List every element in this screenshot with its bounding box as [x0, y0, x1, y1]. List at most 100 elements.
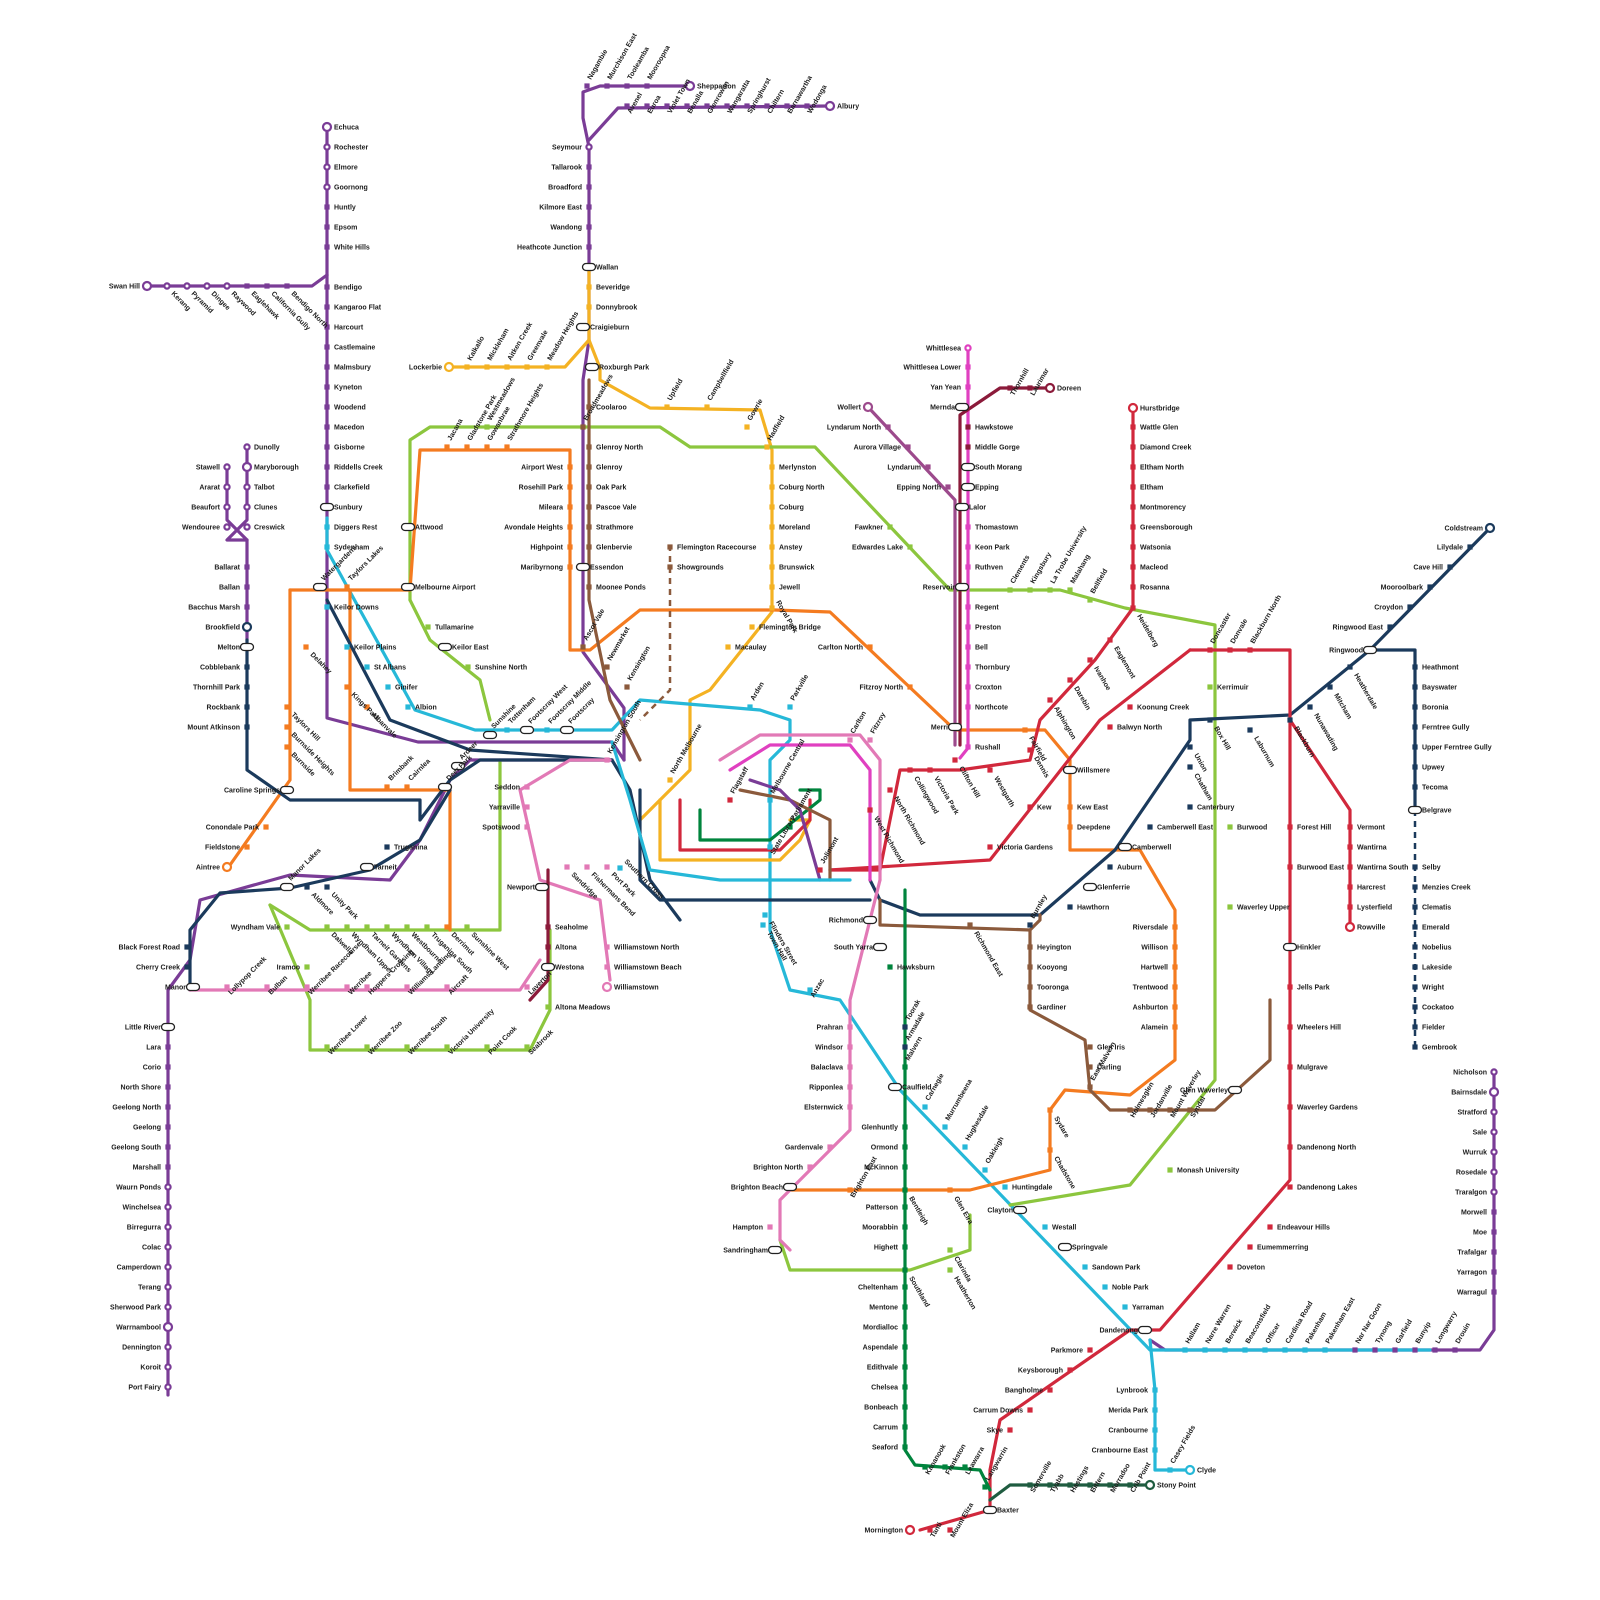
station-trafalgar-stop[interactable] [1491, 1249, 1496, 1254]
station-label-deepdene[interactable]: Deepdene [1077, 825, 1111, 832]
station-terang-stop[interactable] [165, 1284, 170, 1289]
station-willsmere-interchange[interactable] [1064, 767, 1077, 774]
station-label-white-hills[interactable]: White Hills [334, 245, 370, 252]
station-label-flemington-racecourse[interactable]: Flemington Racecourse [677, 545, 756, 552]
station-label-melton[interactable]: Melton [217, 645, 240, 652]
station-ballarat-stop[interactable] [244, 564, 249, 569]
station-label-glen-waverley[interactable]: Glen Waverley [1180, 1088, 1228, 1095]
station-label-chatham[interactable]: Chatham [1192, 773, 1213, 802]
station-label-frankston[interactable]: Frankston [945, 1443, 968, 1476]
station-label-riddells-creek[interactable]: Riddells Creek [334, 465, 383, 472]
station-berwick-stop[interactable] [1222, 1347, 1227, 1352]
station-kilmore-east-stop[interactable] [586, 204, 591, 209]
station-label-benalla[interactable]: Benalla [687, 90, 706, 115]
station-gisborne-stop[interactable] [324, 444, 329, 449]
station-seddon-stop[interactable] [524, 784, 529, 789]
station-wandong-stop[interactable] [586, 224, 591, 229]
station-label-seabrook[interactable]: Seabrook [527, 1029, 555, 1057]
station-label-hastings[interactable]: Hastings [1070, 1465, 1091, 1494]
station-cave-hill-stop[interactable] [1447, 564, 1452, 569]
station-label-seymour[interactable]: Seymour [552, 145, 582, 152]
station-fawkner-stop[interactable] [887, 524, 892, 529]
station-victoria-park-stop[interactable] [927, 767, 932, 772]
station-birregurra-stop[interactable] [165, 1224, 170, 1229]
station-altona-stop[interactable] [545, 944, 550, 949]
station-label-reservoir[interactable]: Reservoir [923, 585, 956, 592]
station-label-williamstown-beach[interactable]: Williamstown Beach [614, 965, 682, 972]
station-label-yarragon[interactable]: Yarragon [1457, 1270, 1487, 1277]
station-brighton-north-stop[interactable] [807, 1164, 812, 1169]
station-la-trobe-university-stop[interactable] [1047, 587, 1052, 592]
station-label-heidelberg[interactable]: Heidelberg [1135, 614, 1159, 649]
station-fitzroy-stop[interactable] [867, 737, 872, 742]
station-label-talbot[interactable]: Talbot [254, 485, 275, 492]
station-label-hartwell[interactable]: Hartwell [1141, 965, 1168, 972]
station-corio-stop[interactable] [165, 1064, 170, 1069]
station-trentwood-stop[interactable] [1172, 984, 1177, 989]
station-label-ringwood[interactable]: Ringwood [1329, 648, 1363, 655]
station-label-delahey[interactable]: Delahey [309, 651, 333, 675]
station-label-aintree[interactable]: Aintree [196, 865, 220, 872]
station-label-waverley-upper[interactable]: Waverley Upper [1237, 905, 1290, 912]
station-lakeside-stop[interactable] [1412, 964, 1417, 969]
station-glen-iris-stop[interactable] [1087, 1044, 1092, 1049]
station-label-albanvale[interactable]: Albanvale [370, 711, 398, 739]
station-sandridge-stop[interactable] [564, 864, 569, 869]
station-label-baxter[interactable]: Baxter [997, 1508, 1019, 1515]
station-label-bonbeach[interactable]: Bonbeach [864, 1405, 898, 1412]
station-label-westall[interactable]: Westall [1052, 1225, 1076, 1232]
station-label-aurora-village[interactable]: Aurora Village [854, 445, 901, 452]
station-label-lyndarum-north[interactable]: Lyndarum North [827, 425, 881, 432]
station-label-bacchus-marsh[interactable]: Bacchus Marsh [188, 605, 240, 612]
station-label-coburg[interactable]: Coburg [779, 505, 804, 512]
station-waverley-gardens-stop[interactable] [1287, 1104, 1292, 1109]
station-label-kilmore-east[interactable]: Kilmore East [539, 205, 582, 212]
station-cobblebank-stop[interactable] [244, 664, 249, 669]
station-geelong-south-stop[interactable] [165, 1144, 170, 1149]
station-longwarry-stop[interactable] [1432, 1347, 1437, 1352]
station-tallarook-stop[interactable] [586, 164, 591, 169]
station-diggers-rest-stop[interactable] [324, 524, 329, 529]
station-clematis-stop[interactable] [1412, 904, 1417, 909]
station-label-goornong[interactable]: Goornong [334, 185, 368, 192]
station-label-upwey[interactable]: Upwey [1422, 765, 1445, 772]
station-label-kew[interactable]: Kew [1037, 805, 1052, 812]
station-label-tallarook[interactable]: Tallarook [551, 165, 582, 172]
station-canterbury-stop[interactable] [1187, 804, 1192, 809]
station-burnley-stop[interactable] [1027, 922, 1032, 927]
station-label-endeavour-hills[interactable]: Endeavour Hills [1277, 1225, 1330, 1232]
station-colac-stop[interactable] [165, 1244, 170, 1249]
station-kalkallo-stop[interactable] [464, 364, 469, 369]
station-label-heathmont[interactable]: Heathmont [1422, 665, 1459, 672]
station-town-hall-stop[interactable] [760, 922, 765, 927]
station-lilydale-stop[interactable] [1467, 544, 1472, 549]
station-ringwood-east-stop[interactable] [1387, 624, 1392, 629]
station-bentleigh-stop[interactable] [902, 1187, 907, 1192]
station-reservoir-interchange[interactable] [956, 584, 969, 591]
station-label-bayswater[interactable]: Bayswater [1422, 685, 1457, 692]
station-darling-stop[interactable] [1087, 1064, 1092, 1069]
station-epping-north-stop[interactable] [945, 484, 950, 489]
station-label-burwood[interactable]: Burwood [1237, 825, 1267, 832]
station-caroline-springs-interchange[interactable] [281, 787, 294, 794]
station-sandown-park-stop[interactable] [1082, 1264, 1087, 1269]
station-label-doreen[interactable]: Doreen [1057, 386, 1081, 393]
station-label-camperdown[interactable]: Camperdown [117, 1265, 161, 1272]
station-label-heatherton[interactable]: Heatherton [952, 1276, 977, 1312]
station-label-watsonia[interactable]: Watsonia [1140, 545, 1171, 552]
station-wattle-glen-stop[interactable] [1130, 424, 1135, 429]
station-label-campbellfield[interactable]: Campbellfield [707, 359, 736, 402]
station-menzies-creek-stop[interactable] [1412, 884, 1417, 889]
station-carlton-stop[interactable] [847, 737, 852, 742]
station-label-ararat[interactable]: Ararat [199, 485, 220, 492]
station-hawkstowe-stop[interactable] [965, 424, 970, 429]
station-warragul-stop[interactable] [1491, 1289, 1496, 1294]
station-label-donnybrook[interactable]: Donnybrook [596, 305, 637, 312]
station-label-middle-gorge[interactable]: Middle Gorge [975, 445, 1020, 452]
station-label-leawarra[interactable]: Leawarra [965, 1446, 986, 1476]
station-label-lysterfield[interactable]: Lysterfield [1357, 905, 1392, 912]
station-fielder-stop[interactable] [1412, 1024, 1417, 1029]
station-label-bell[interactable]: Bell [975, 645, 988, 652]
station-label-wantirna[interactable]: Wantirna [1357, 845, 1387, 852]
station-ripponlea-stop[interactable] [847, 1084, 852, 1089]
